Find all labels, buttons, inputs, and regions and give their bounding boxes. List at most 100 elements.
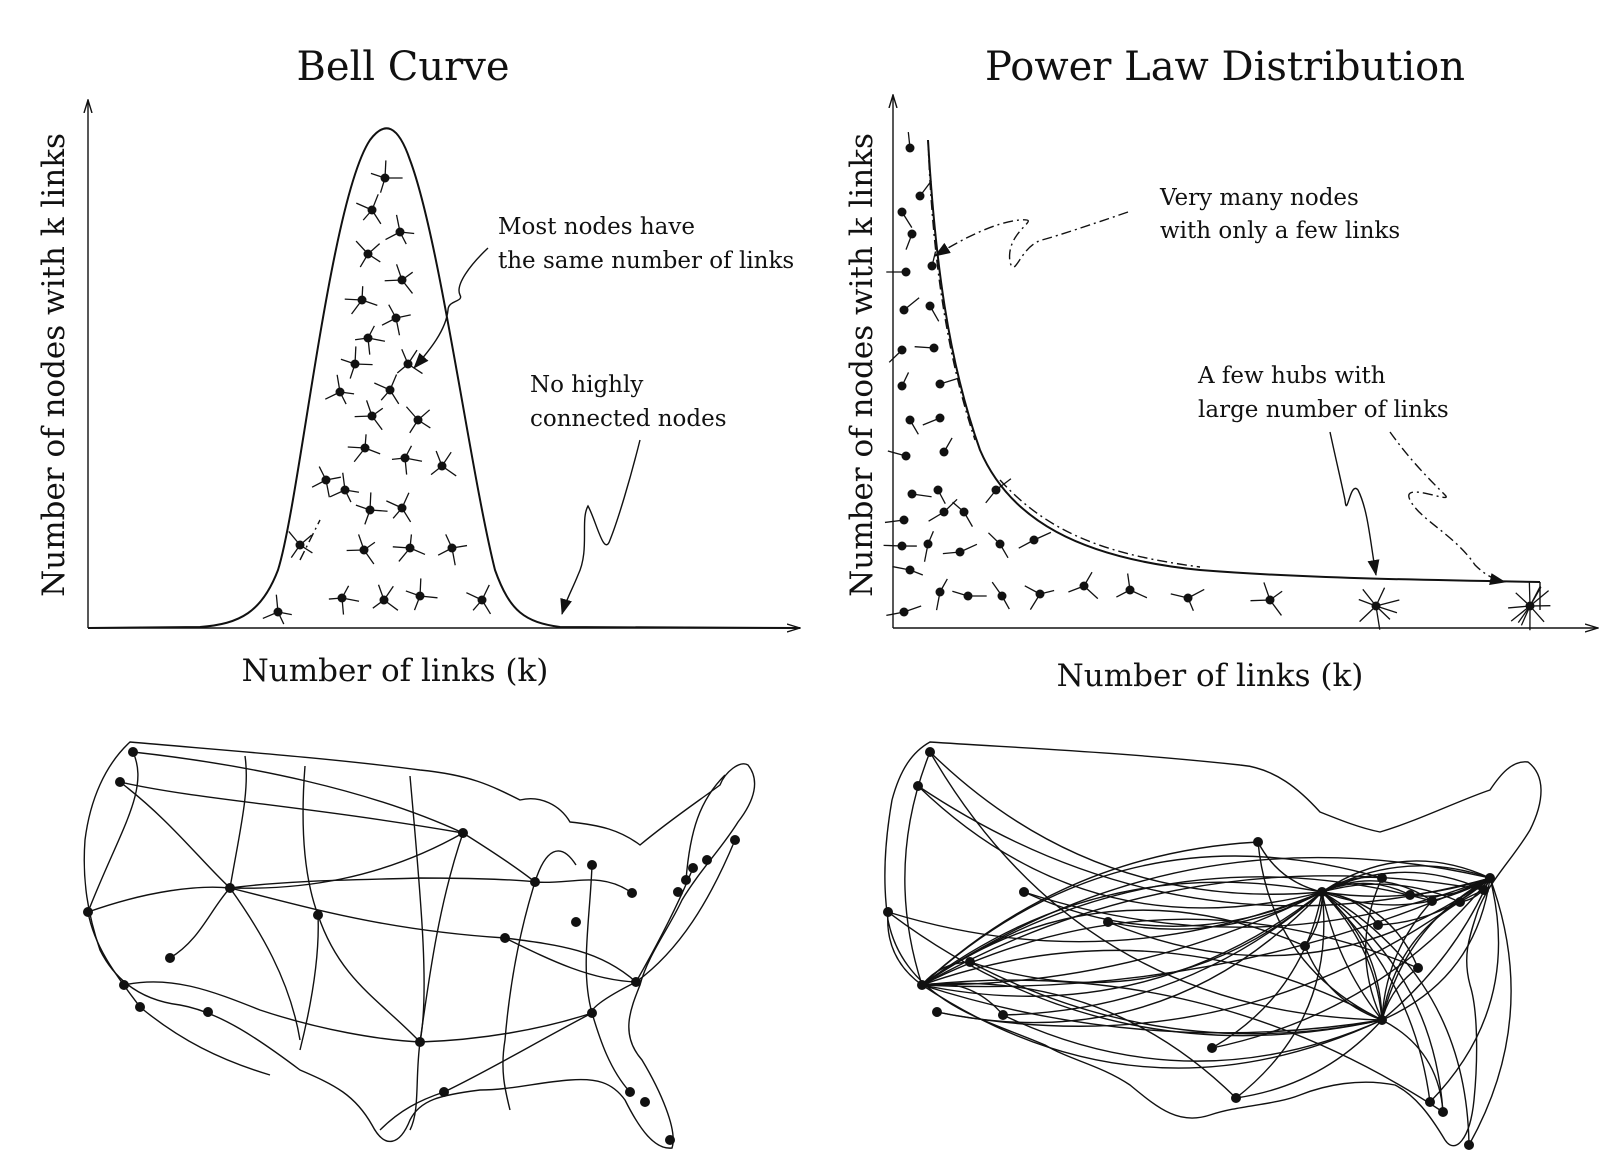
bell-node <box>288 531 313 559</box>
scale-free-link <box>1002 1014 1383 1062</box>
scale-free-node <box>925 747 935 757</box>
scale-free-link <box>887 911 1383 1037</box>
power-many-annotation-line2: with only a few links <box>1160 218 1400 244</box>
power-node-dot <box>929 343 939 353</box>
bell-node <box>396 348 423 375</box>
random-node <box>135 1002 145 1012</box>
power-node <box>985 478 1012 504</box>
scale-free-node <box>1231 1093 1241 1103</box>
random-link <box>123 981 593 1043</box>
power-node <box>888 345 907 363</box>
bell-node-dot <box>321 475 331 485</box>
power-node-dot <box>907 489 917 499</box>
random-node <box>631 977 641 987</box>
bell-node <box>391 445 423 475</box>
power-node <box>1508 582 1551 631</box>
bell-curve-dash <box>299 519 321 561</box>
power-node <box>933 485 946 504</box>
random-link <box>132 751 536 883</box>
scale-free-hub-link <box>1381 877 1491 1021</box>
bell-nodes <box>262 160 492 625</box>
scale-free-node <box>1300 941 1310 951</box>
random-link <box>504 937 637 983</box>
power-node-dot <box>1525 601 1535 611</box>
bell-node-dot <box>367 205 377 215</box>
random-node <box>627 888 637 898</box>
power-node-dot <box>939 507 949 517</box>
scale-free-link <box>969 961 1383 1035</box>
random-link <box>317 914 421 1043</box>
scale-free-link <box>1429 877 1500 1103</box>
random-node <box>165 953 175 963</box>
power-node-dot <box>899 607 909 617</box>
power-node-dot <box>1371 601 1381 611</box>
scale-free-node <box>1317 887 1327 897</box>
scale-free-node <box>913 781 923 791</box>
power-x-axis-label: Number of links (k) <box>1057 658 1364 694</box>
power-node-dot <box>995 539 1005 549</box>
bell-tail-pointer <box>560 439 641 615</box>
power-node <box>886 267 911 277</box>
scale-free-link <box>1304 945 1383 1021</box>
random-node <box>415 1037 425 1047</box>
random-map-nodes <box>83 747 740 1145</box>
random-node <box>587 860 597 870</box>
scale-free-map-outline <box>884 741 1542 1147</box>
power-many-pointer <box>934 211 1129 268</box>
scale-free-link <box>969 891 1323 984</box>
power-node <box>952 590 987 601</box>
power-node <box>907 489 932 499</box>
scale-free-node <box>1377 1015 1387 1025</box>
random-link <box>87 751 141 1008</box>
bell-node-dot <box>477 595 487 605</box>
power-node-dot <box>905 415 915 425</box>
bell-node-dot <box>447 543 457 553</box>
scale-free-hub-link <box>921 949 1383 1021</box>
random-node <box>571 917 581 927</box>
bell-node-dot <box>395 227 405 237</box>
random-node <box>673 887 683 897</box>
bell-node-dot <box>357 295 367 305</box>
random-link <box>169 887 231 959</box>
power-node-dot <box>905 565 915 575</box>
power-node-dot <box>901 451 911 461</box>
scale-free-link <box>1381 877 1491 1021</box>
power-node-dot <box>1035 589 1045 599</box>
bell-node-dot <box>337 593 347 603</box>
random-node <box>530 877 540 887</box>
random-link <box>502 881 536 1111</box>
power-node <box>935 578 948 611</box>
bell-node <box>437 534 468 566</box>
power-node <box>883 541 917 551</box>
scale-free-link <box>1107 877 1491 957</box>
scale-free-link <box>921 984 1383 1069</box>
power-node <box>935 377 960 389</box>
bell-node <box>346 534 376 565</box>
bell-node-dot <box>380 173 390 183</box>
bell-node <box>355 240 381 268</box>
power-node <box>915 180 932 201</box>
random-node <box>665 1135 675 1145</box>
power-node <box>1170 588 1205 612</box>
bell-peak-pointer <box>413 247 489 369</box>
power-node-dot <box>959 507 969 517</box>
power-node <box>922 413 945 426</box>
scale-free-node <box>1019 887 1029 897</box>
scale-free-link <box>1257 841 1383 1021</box>
scale-free-link <box>1321 891 1444 1113</box>
power-node <box>897 372 910 391</box>
bell-node-dot <box>397 503 407 513</box>
bell-node <box>370 160 403 193</box>
random-node <box>313 910 323 920</box>
random-node <box>625 1087 635 1097</box>
scale-free-link <box>1321 860 1491 893</box>
power-hubs-annotation-line2: large number of links <box>1198 397 1449 423</box>
scale-free-link <box>917 785 1491 907</box>
bell-node-dot <box>295 540 305 550</box>
bell-tail-annotation-line1: No highly <box>530 372 643 398</box>
bell-node <box>405 578 438 611</box>
scale-free-node <box>1377 873 1387 883</box>
bell-node-dot <box>397 275 407 285</box>
power-node <box>987 532 1009 559</box>
bell-node <box>392 534 426 562</box>
